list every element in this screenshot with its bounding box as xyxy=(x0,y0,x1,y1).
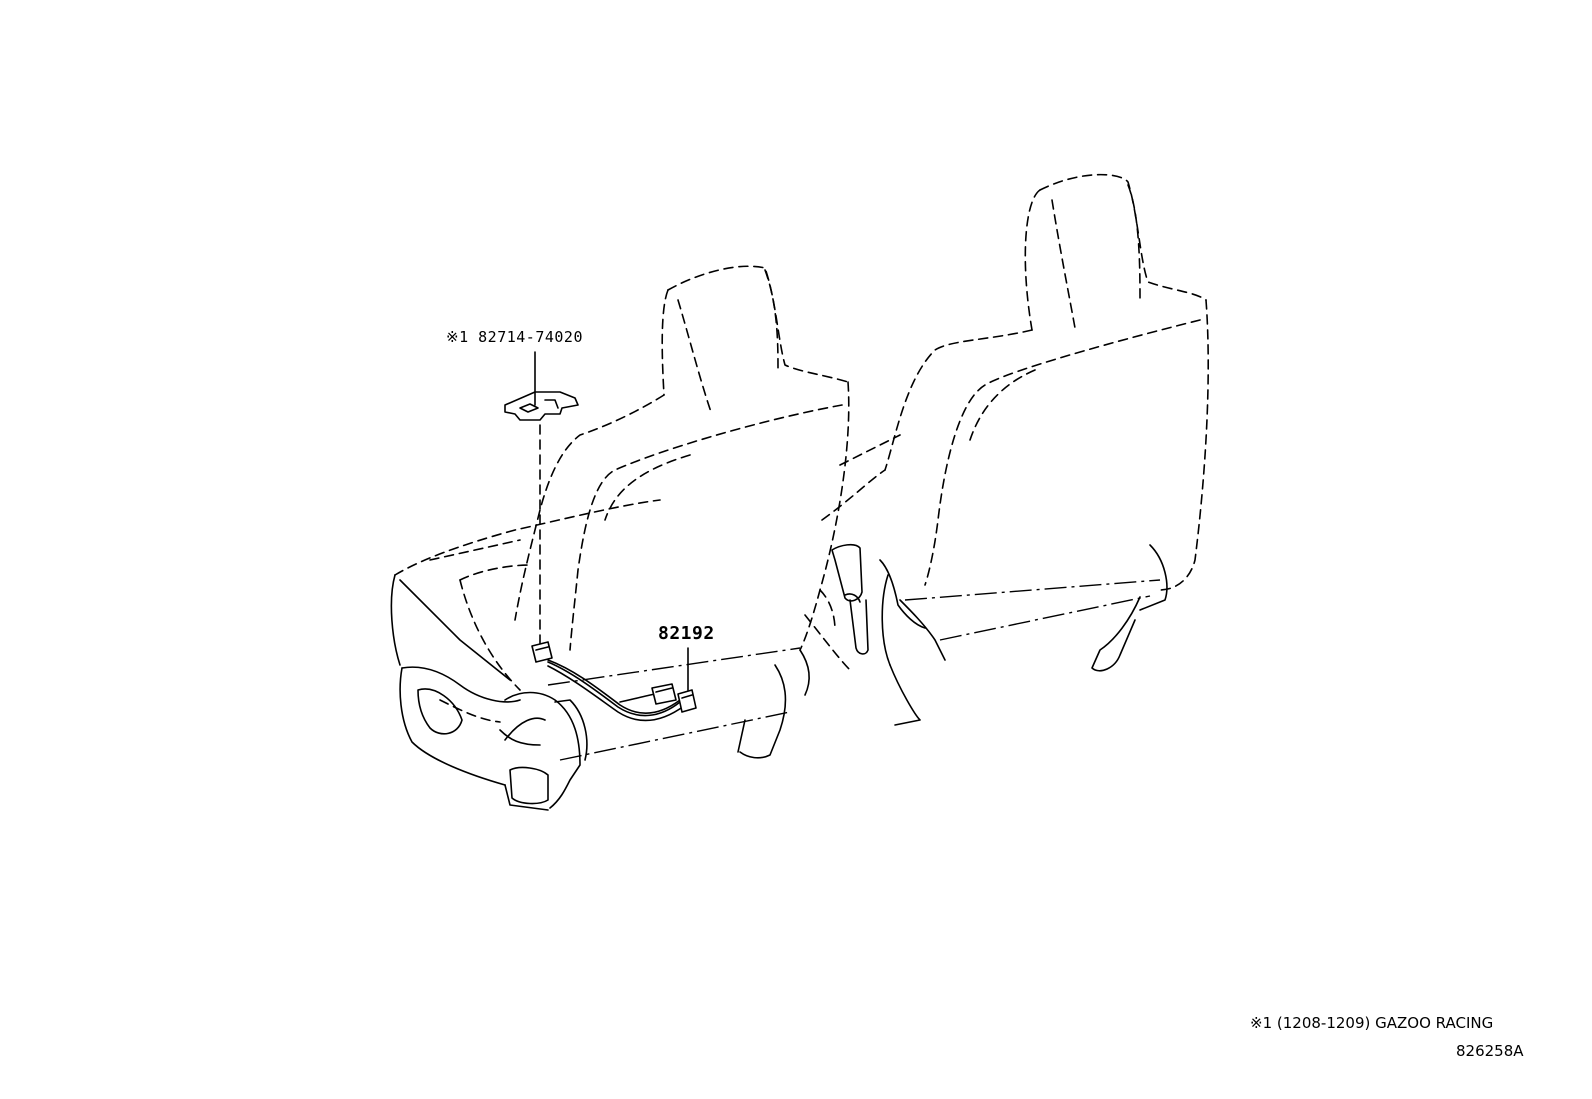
bracket-part-82714-74020 xyxy=(504,391,579,421)
left-seat xyxy=(390,265,851,811)
bracket-part-callout: ※1 82714-74020 xyxy=(446,328,583,346)
wire-harness-82192 xyxy=(531,641,697,722)
footnote-applicability: ※1 (1208-1209) GAZOO RACING xyxy=(1250,1014,1494,1032)
harness-part-callout: 82192 xyxy=(658,623,715,644)
illustration-number: 826258A xyxy=(1456,1042,1524,1060)
right-seat xyxy=(821,173,1210,726)
